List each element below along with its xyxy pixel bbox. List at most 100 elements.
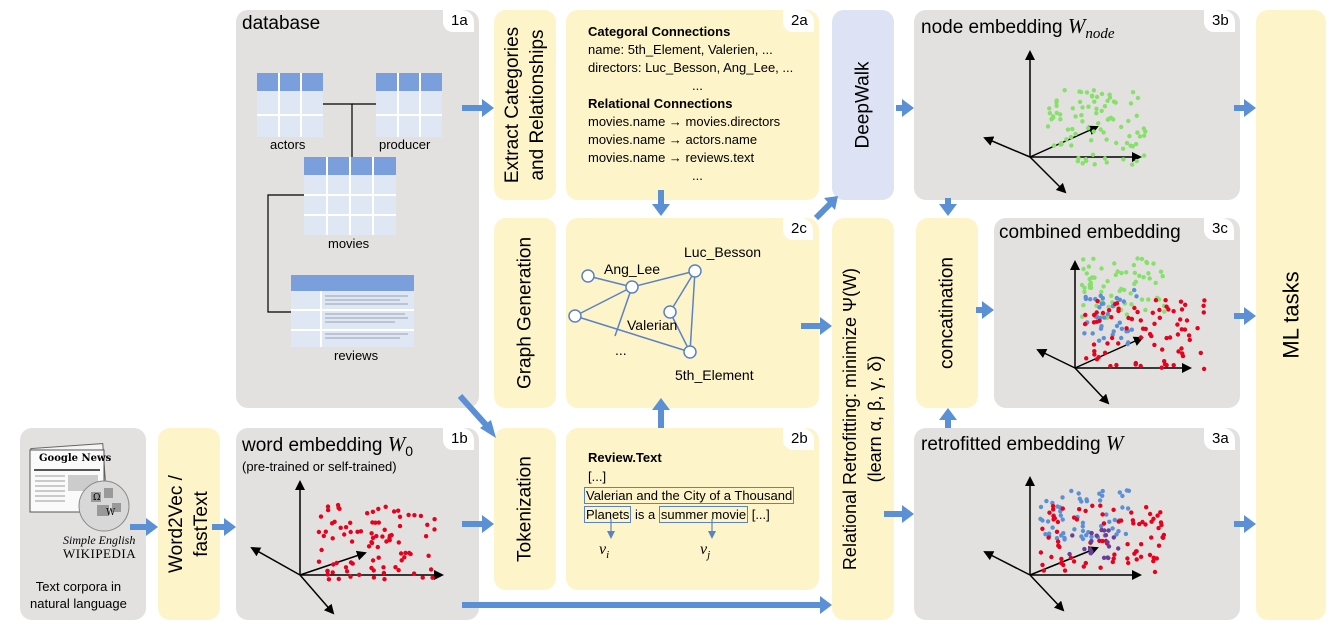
- scatter-dot: [348, 560, 354, 565]
- scatter-dot: [1117, 320, 1123, 325]
- scatter-dot: [1086, 264, 1092, 269]
- scatter-dot: [1138, 554, 1144, 559]
- scatter-dot: [1092, 162, 1097, 167]
- scatter-dot: [1054, 103, 1059, 109]
- scatter-dot: [1045, 124, 1051, 129]
- scatter-dot: [1086, 530, 1091, 535]
- table-movies: [304, 157, 396, 235]
- connections-id: 2a: [783, 10, 814, 32]
- table-actors-label: actors: [270, 137, 306, 152]
- scatter-dot: [1051, 143, 1057, 148]
- scatter-dot: [1114, 323, 1120, 329]
- scatter-dot: [1099, 301, 1105, 306]
- scatter-dot: [1081, 564, 1087, 569]
- scatter-dot: [1149, 535, 1154, 540]
- scatter-dot: [1107, 92, 1112, 97]
- scatter-dot: [1151, 558, 1156, 564]
- scatter-dot: [1124, 140, 1130, 146]
- scatter-dot: [403, 550, 408, 556]
- scatter-dot: [1144, 260, 1150, 266]
- scatter-dot: [358, 529, 364, 534]
- scatter-dot: [1114, 362, 1119, 368]
- scatter-dot: [1099, 108, 1104, 114]
- scatter-dot: [1058, 513, 1064, 518]
- scatter-dot: [349, 539, 355, 544]
- scatter-dot: [425, 522, 430, 527]
- scatter-dot: [1083, 560, 1089, 566]
- scatter-dot: [1060, 517, 1065, 522]
- connections-panel: [566, 10, 819, 200]
- scatter-dot: [1099, 266, 1104, 271]
- scatter-dot: [1092, 352, 1097, 357]
- scatter-dot: [1103, 533, 1109, 538]
- scatter-dot: [1045, 519, 1051, 524]
- scatter-dot: [1099, 289, 1104, 295]
- axes-word-embedding: [250, 480, 444, 615]
- scatter-dot: [1057, 544, 1062, 550]
- scatter-dot: [1114, 295, 1120, 301]
- scatter-dot: [1094, 106, 1099, 112]
- scatter-dot: [1091, 129, 1096, 134]
- scatter-dot: [1141, 153, 1147, 158]
- scatter-dot: [1119, 270, 1124, 276]
- scatter-dot: [1139, 256, 1145, 262]
- scatter-dot: [1109, 293, 1114, 298]
- scatter-dot: [1106, 544, 1112, 549]
- scatter-dot: [1106, 528, 1111, 533]
- scatter-dot: [1134, 141, 1139, 147]
- scatter-dot: [1090, 152, 1096, 157]
- node-valerian: Valerian: [627, 317, 678, 333]
- scatter-dot: [397, 514, 403, 519]
- scatter-dot: [1038, 504, 1044, 510]
- scatter-dot: [1123, 531, 1129, 537]
- scatter-dot: [336, 576, 341, 582]
- scatter-dot: [1054, 529, 1060, 534]
- scatter-dot: [1101, 335, 1107, 341]
- scatter-dot: [1098, 127, 1103, 132]
- dots-combined-embedding: [1079, 256, 1207, 372]
- scatter-dot: [391, 509, 397, 514]
- scatter-dot: [1201, 303, 1206, 308]
- scatter-dot: [1068, 134, 1074, 140]
- scatter-dot: [1101, 130, 1106, 135]
- scatter-dot: [365, 511, 370, 516]
- scatter-dot: [1058, 117, 1063, 122]
- scatter-dot: [348, 529, 353, 535]
- scatter-dot: [1112, 517, 1118, 523]
- scatter-dot: [1137, 521, 1142, 527]
- scatter-dot: [1072, 527, 1077, 532]
- scatter-dot: [1054, 110, 1060, 116]
- scatter-dot: [1156, 525, 1161, 531]
- scatter-dot: [1099, 91, 1105, 97]
- scatter-dot: [1079, 282, 1085, 288]
- scatter-dot: [357, 572, 362, 577]
- scatter-dot: [1079, 534, 1084, 539]
- scatter-dot: [332, 519, 337, 524]
- scatter-dot: [398, 551, 404, 556]
- scatter-dot: [1178, 317, 1183, 322]
- scatter-dot: [1094, 94, 1100, 100]
- scatter-dot: [1097, 318, 1102, 323]
- scatter-dot: [1109, 315, 1114, 320]
- scatter-dot: [1062, 568, 1068, 573]
- scatter-dot: [1179, 307, 1185, 312]
- scatter-dot: [1108, 115, 1114, 121]
- scatter-dot: [1086, 126, 1091, 131]
- scatter-dot: [1051, 507, 1056, 512]
- scatter-dot: [1137, 273, 1142, 278]
- scatter-dot: [1107, 519, 1112, 524]
- scatter-dot: [1060, 506, 1066, 511]
- scatter-dot: [1125, 506, 1131, 511]
- scatter-dot: [1076, 491, 1081, 496]
- scatter-dot: [1050, 114, 1056, 119]
- scatter-dot: [376, 506, 381, 512]
- arrow-retrofitting-to-retrofitted: [884, 505, 914, 523]
- scatter-dot: [407, 550, 412, 556]
- scatter-dot: [1114, 532, 1119, 537]
- scatter-dot: [1111, 507, 1116, 512]
- scatter-dot: [371, 575, 377, 580]
- scatter-dot: [1164, 362, 1169, 368]
- scatter-dot: [1152, 321, 1157, 326]
- scatter-dot: [432, 527, 437, 532]
